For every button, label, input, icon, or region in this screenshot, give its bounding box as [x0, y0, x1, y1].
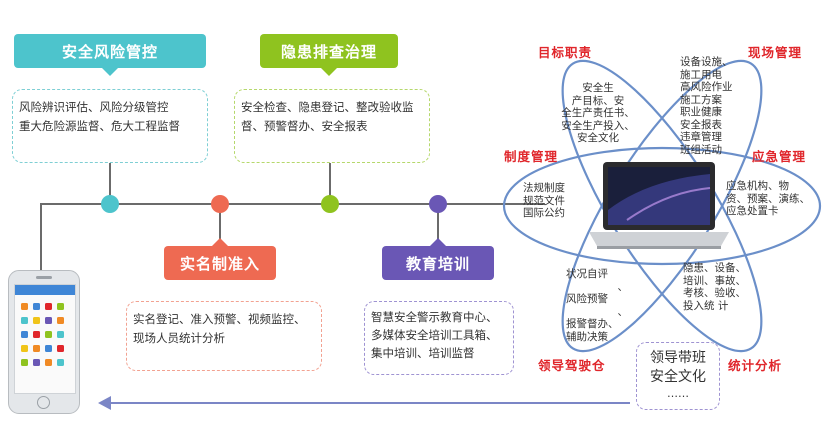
label-system: 制度管理: [504, 149, 559, 164]
phone-screen: [14, 284, 76, 394]
risk-line-1: 风险辨识评估、风险分级管控: [19, 100, 169, 114]
label-stats: 统计分析: [728, 358, 783, 373]
hazard-line-2: 督、预警督办、安全报表: [241, 119, 368, 133]
tag-hazard-label: 隐患排查治理: [280, 42, 377, 61]
tag-hazard: 隐患排查治理: [260, 34, 398, 76]
text-cockpit: 状况自评 、 风险预警 、 报警督办、 辅助决策: [566, 268, 628, 343]
tag-realname-label: 实名制准入: [179, 254, 260, 273]
return-arrow-line: [110, 402, 630, 404]
text-stats: 隐患、设备、 培训、事故、 考核、验收、 投入统 计: [683, 262, 746, 312]
laptop-illustration: [589, 162, 729, 249]
phone-home-button: [37, 396, 50, 409]
text-emergency: 应急机构、物 资、预案、演练、 应急处置卡: [726, 180, 810, 217]
hazard-line-1: 安全检查、隐患登记、整改验收监: [241, 100, 414, 114]
leadership-line-3: ……: [667, 387, 689, 400]
education-line-3: 集中培训、培训监督: [371, 346, 475, 360]
box-leadership: 领导带班 安全文化 ……: [636, 342, 720, 410]
box-realname: 实名登记、准入预警、视频监控、 现场人员统计分析: [126, 301, 322, 371]
tag-risk-label: 安全风险管控: [61, 42, 158, 61]
connector-hazard: [329, 163, 331, 203]
timeline-main: [40, 203, 545, 205]
phone-app-grid: [21, 303, 64, 366]
label-emergency: 应急管理: [752, 149, 807, 164]
leadership-line-1: 领导带班: [650, 350, 706, 366]
phone-illustration: [8, 270, 80, 414]
box-education: 智慧安全警示教育中心、 多媒体安全培训工具箱、 集中培训、培训监督: [364, 301, 514, 375]
tag-realname: 实名制准入: [164, 238, 276, 280]
node-education: [429, 195, 447, 213]
realname-line-2: 现场人员统计分析: [133, 331, 225, 345]
label-goal: 目标职责: [538, 45, 593, 60]
phone-screen-header: [15, 285, 75, 295]
risk-line-2: 重大危险源监督、危大工程监督: [19, 119, 180, 133]
connector-realname: [219, 203, 221, 239]
connector-risk: [109, 163, 111, 203]
node-hazard: [321, 195, 339, 213]
box-hazard: 安全检查、隐患登记、整改验收监 督、预警督办、安全报表: [234, 89, 430, 163]
education-line-2: 多媒体安全培训工具箱、: [371, 328, 498, 342]
label-cockpit: 领导驾驶仓: [538, 358, 606, 373]
phone-speaker: [36, 276, 52, 279]
text-site: 设备设施、 施工用电 高风险作业 施工方案 职业健康 安全报表 违章管理 班组活…: [680, 56, 733, 156]
text-goal: 安全生 产目标、安 全生产责任书、 安全生产投入、 安全文化: [561, 82, 635, 144]
node-realname: [211, 195, 229, 213]
leadership-line-2: 安全文化: [650, 369, 706, 385]
connector-education: [437, 203, 439, 239]
education-line-1: 智慧安全警示教育中心、: [371, 310, 498, 324]
text-system: 法规制度 规范文件 国际公约: [523, 182, 565, 219]
label-site: 现场管理: [748, 45, 803, 60]
tag-education-label: 教育培训: [405, 254, 470, 273]
node-risk: [101, 195, 119, 213]
timeline-left-drop: [40, 203, 42, 275]
tag-education: 教育培训: [382, 238, 494, 280]
tag-risk: 安全风险管控: [14, 34, 206, 76]
realname-line-1: 实名登记、准入预警、视频监控、: [133, 312, 306, 326]
return-arrow-head: [98, 396, 111, 410]
orbit-ellipse-horizontal: [502, 146, 822, 266]
box-risk: 风险辨识评估、风险分级管控 重大危险源监督、危大工程监督: [12, 89, 208, 163]
